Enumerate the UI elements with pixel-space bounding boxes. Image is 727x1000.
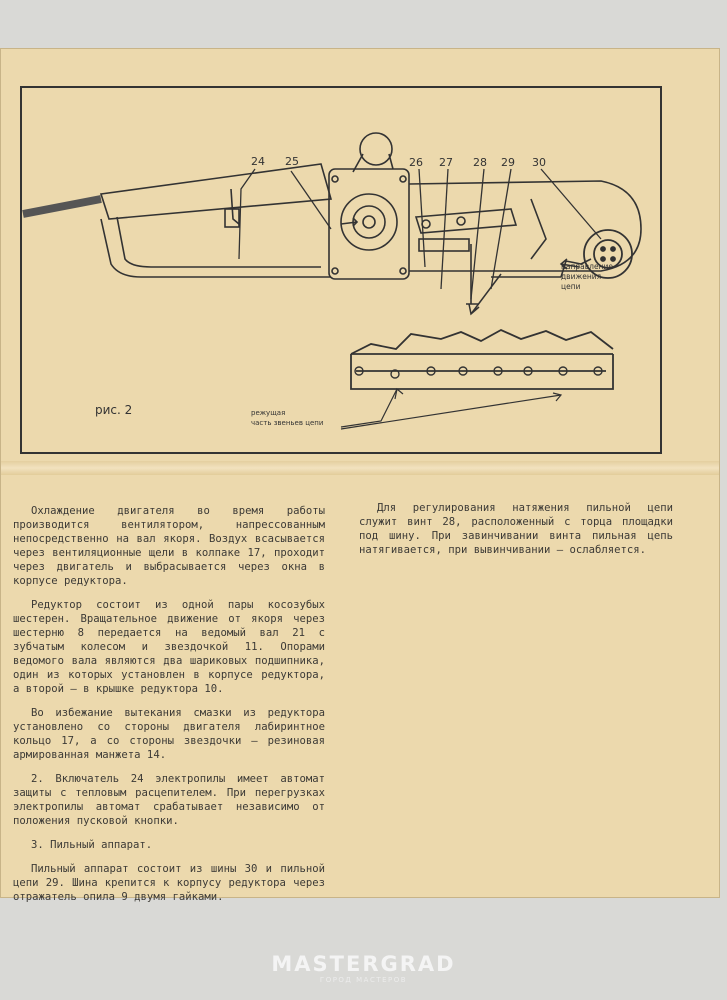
zoom-arrow-icon — [468, 273, 502, 316]
cutting-part-label: режущая часть звеньев цепи — [251, 409, 323, 427]
callout-30: 30 — [532, 156, 546, 169]
right-text-column: Для регулирования натяжения пильной цепи… — [359, 501, 673, 567]
document-sheet: 24 25 26 27 28 29 30 направление движени… — [0, 48, 720, 903]
chain-detail — [350, 328, 614, 390]
callout-leaders — [238, 168, 602, 300]
chainsaw-diagram: 24 25 26 27 28 29 30 направление движени… — [20, 86, 662, 454]
svg-text:цепи: цепи — [561, 282, 581, 291]
callout-numbers: 24 25 26 27 28 29 30 — [251, 155, 546, 169]
paragraph-reducer: Редуктор состоит из одной пары косозубых… — [13, 599, 325, 695]
paper-fold — [1, 461, 719, 475]
callout-25: 25 — [285, 155, 299, 168]
svg-text:движения: движения — [561, 272, 601, 281]
saw-handle — [99, 163, 333, 278]
direction-label: направление движения цепи — [561, 262, 613, 291]
svg-text:направление: направление — [561, 262, 613, 271]
callout-27: 27 — [439, 156, 453, 169]
section-heading-saw-unit: 3. Пильный аппарат. — [31, 839, 153, 851]
watermark-brand: MASTERGRAD — [271, 952, 456, 976]
figure-caption: рис. 2 — [95, 403, 132, 417]
svg-text:часть звеньев цепи: часть звеньев цепи — [251, 419, 323, 427]
callout-29: 29 — [501, 156, 515, 169]
callout-28: 28 — [473, 156, 487, 169]
cutting-part-leaders — [340, 387, 563, 430]
paragraph-saw-unit: Пильный аппарат состоит из шины 30 и пил… — [13, 863, 325, 903]
svg-text:режущая: режущая — [251, 409, 285, 417]
paragraph-switch: 2. Включатель 24 электропилы имеет автом… — [13, 773, 325, 827]
chain-rivets — [354, 366, 603, 379]
reducer-housing — [328, 132, 410, 280]
power-cable — [22, 195, 102, 218]
callout-24: 24 — [251, 155, 265, 168]
paragraph-chain-tension: Для регулирования натяжения пильной цепи… — [359, 502, 673, 556]
sprocket — [583, 229, 633, 279]
left-text-column: Охлаждение двигателя во время работы про… — [13, 504, 325, 914]
paragraph-lubrication: Во избежание вытекания смазки из редукто… — [13, 707, 325, 761]
paragraph-cooling: Охлаждение двигателя во время работы про… — [13, 505, 325, 587]
callout-26: 26 — [409, 156, 423, 169]
watermark-tagline: ГОРОД МАСТЕРОВ — [319, 976, 408, 984]
diagram-frame — [20, 86, 662, 454]
direction-arrow-icon — [559, 258, 580, 270]
